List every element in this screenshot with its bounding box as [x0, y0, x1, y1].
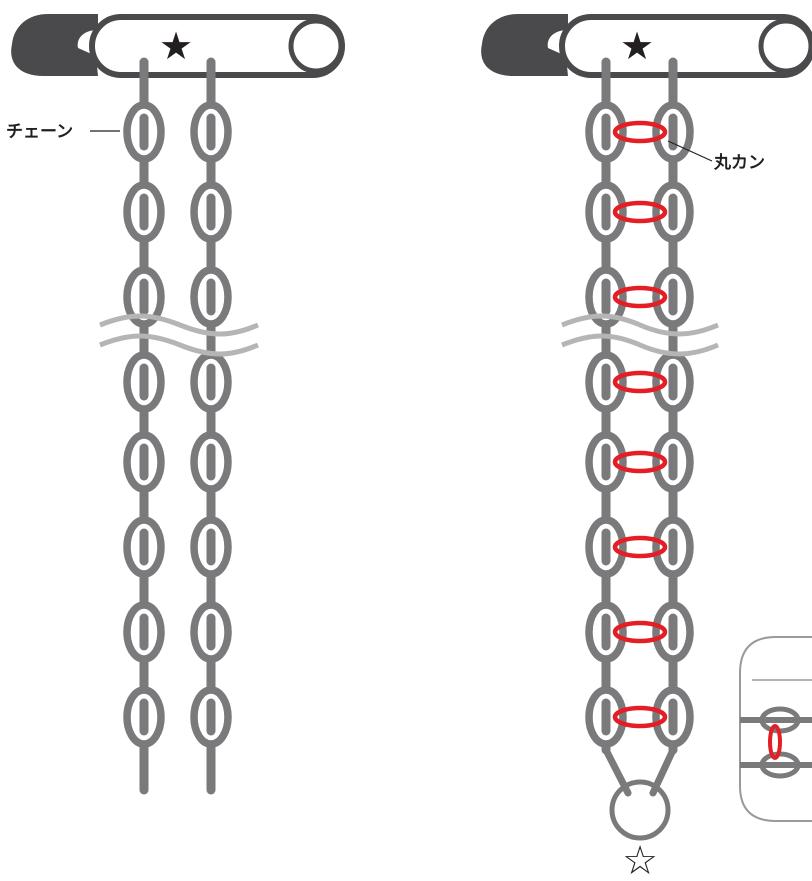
- left-safety-pin: ★: [11, 14, 342, 76]
- jump-ring-label: 丸カン: [713, 152, 765, 173]
- right-chain-strand-1: [589, 62, 623, 750]
- left-break-marks: [100, 316, 258, 354]
- pendant-ring-group: ☆: [606, 750, 673, 881]
- right-figure: ★ ☆ 丸カン: [481, 14, 812, 881]
- left-chain-strand-2: [194, 62, 228, 790]
- pin-star-left: ★: [159, 24, 193, 68]
- chain-label-group: チェーン: [6, 122, 120, 142]
- right-break-marks: [562, 316, 718, 354]
- right-chain-strand-2: [656, 62, 690, 750]
- chain-label: チェーン: [6, 122, 73, 142]
- pin-coil-left: [291, 21, 341, 71]
- pendant-star: ☆: [622, 838, 658, 881]
- pendant-ring: [612, 782, 668, 838]
- pin-clasp-head-right: [481, 14, 568, 76]
- right-safety-pin: ★: [481, 14, 812, 76]
- pin-clasp-head-left: [11, 14, 98, 76]
- left-chain-strand-1: [127, 62, 161, 790]
- detail-inset: [740, 637, 812, 821]
- left-figure: ★ チェーン: [6, 14, 342, 790]
- pin-star-right: ★: [620, 24, 654, 68]
- pin-coil-right: [761, 21, 811, 71]
